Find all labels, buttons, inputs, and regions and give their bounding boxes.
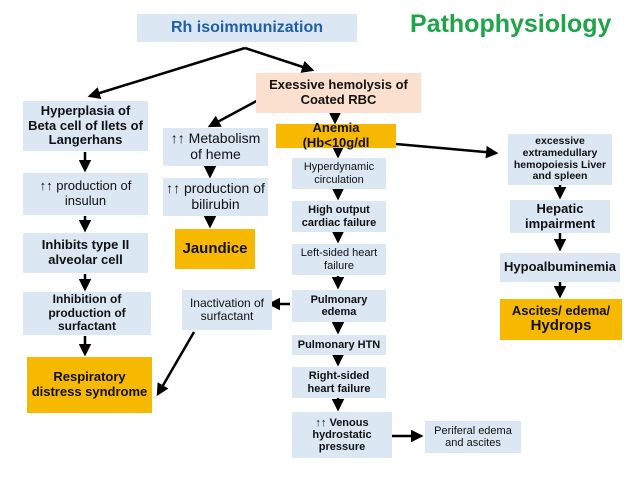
node-inhibition-surfactant: Inhibition of production of surfactant (23, 292, 151, 335)
node-left-heart-failure: Left-sided heart failure (292, 244, 386, 275)
node-insulin-production: ↑↑ production of insulun (23, 173, 148, 215)
node-pulmonary-edema: Pulmonary edema (292, 290, 386, 322)
node-rh-isoimmunization: Rh isoimmunization (137, 14, 357, 42)
node-hyperdynamic-circulation: Hyperdynamic circulation (292, 158, 386, 189)
arrow-rh-hyperplasia (87, 46, 246, 100)
node-hepatic-impairment: Hepatic impairment (510, 200, 610, 233)
node-inactivation-surfactant: Inactivation of surfactant (182, 290, 272, 330)
node-jaundice: Jaundice (175, 229, 255, 269)
node-pulmonary-htn: Pulmonary HTN (292, 335, 386, 355)
arrow-anemia-extramed (395, 142, 499, 159)
node-extramedullary-hemopoiesis: excessive extramedullary hemopoiesis Liv… (508, 134, 612, 185)
node-ascites-hydrops: Ascites/ edema/ Hydrops (500, 299, 622, 340)
arrow-hemolysis-metabolism (207, 96, 263, 128)
node-high-output-failure: High output cardiac failure (292, 201, 386, 232)
page-title: Pathophysiology (410, 10, 612, 38)
node-hyperplasia: Hyperplasia of Beta cell of Ilets of Lan… (23, 101, 148, 151)
node-metabolism-heme: ↑↑ Metabolism of heme (163, 128, 268, 166)
ascites-line-1: Ascites/ edema/ (511, 302, 611, 318)
node-right-heart-failure: Right-sided heart failure (292, 367, 386, 398)
arrow-rh-hemolysis (244, 46, 315, 73)
node-peripheral-edema: Periferal edema and ascites (425, 421, 521, 453)
ascites-line-2: Hydrops (530, 317, 592, 335)
node-excessive-hemolysis: Exessive hemolysis of Coated RBC (256, 73, 421, 113)
arrow-inactivation-rds (156, 331, 196, 397)
node-anemia: Anemia (Hb<10g/dl (276, 121, 396, 150)
node-respiratory-distress: Respiratory distress syndrome (27, 357, 152, 413)
node-bilirubin-production: ↑↑ production of bilirubin (163, 178, 268, 216)
node-inhibits-alveolar: Inhibits type II alveolar cell (23, 233, 148, 273)
node-hypoalbuminemia: Hypoalbuminemia (500, 253, 620, 282)
node-venous-pressure: ↑↑ Venous hydrostatic pressure (292, 412, 392, 458)
